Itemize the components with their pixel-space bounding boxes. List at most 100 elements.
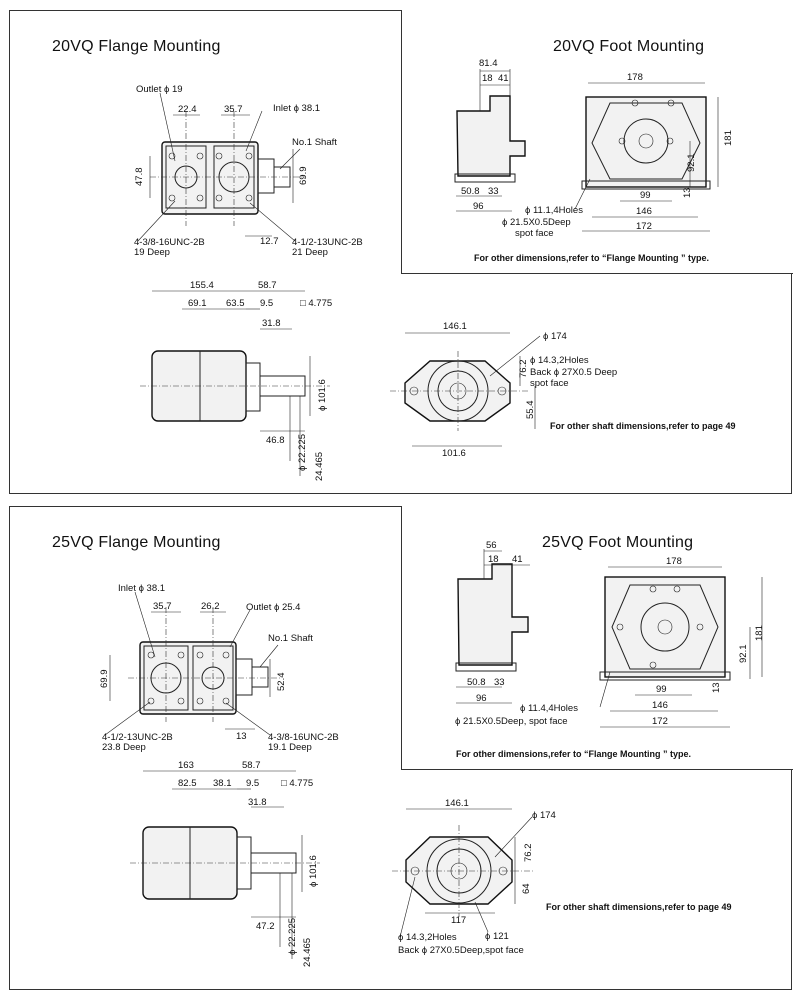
dim-146-25: 146: [652, 700, 668, 711]
dim-163-25: 163: [178, 760, 194, 771]
dim-64-25: 64: [521, 883, 532, 894]
dim-101-6-25: ϕ 101.6: [308, 855, 319, 887]
dim-47-2-25: 47.2: [256, 921, 275, 932]
dim-146-1-25: 146.1: [445, 798, 469, 809]
dim-52-4-25: 52.4: [276, 673, 287, 692]
panel-20vq: 20VQ Flange Mounting 20VQ Foot Mounting: [9, 10, 793, 494]
note-shaft-20vq: For other shaft dimensions,refer to page…: [550, 421, 736, 431]
dim-18: 18: [482, 73, 493, 84]
dim-69-9: 69.9: [298, 167, 309, 186]
title-20vq-flange: 20VQ Flange Mounting: [52, 38, 221, 55]
label-shaft-25: No.1 Shaft: [268, 633, 313, 644]
dim-178: 178: [627, 72, 643, 83]
dim-33-25: 33: [494, 677, 505, 688]
dim-121-25: ϕ 121: [485, 931, 509, 942]
dim-63-5: 63.5: [226, 298, 245, 309]
dim-174-25: ϕ 174: [532, 810, 556, 821]
dim-92-1: 92.1: [686, 154, 697, 173]
dim-181: 181: [723, 130, 734, 146]
label-thread2-depth: 21 Deep: [292, 247, 328, 258]
dim-58-7: 58.7: [258, 280, 277, 291]
dim-12-7: 12.7: [260, 236, 279, 247]
dim-31-8-25: 31.8: [248, 797, 267, 808]
dim-9-5-25: 9.5: [246, 778, 259, 789]
label-thread1-depth-25: 23.8 Deep: [102, 742, 146, 753]
label-spotface-25: ϕ 21.5X0.5Deep, spot face: [455, 716, 568, 727]
dim-13-foot-25: 13: [711, 682, 722, 693]
label-key-25: □ 4.775: [281, 778, 313, 789]
dim-101-6: ϕ 101.6: [317, 379, 328, 411]
shaft-view-20vq: 155.4 58.7 69.1 63.5 9.5 □ 4.775 31.8 ϕ …: [140, 280, 332, 481]
label-thread1: 4-3/8-16UNC-2B: [134, 237, 205, 248]
dim-99: 99: [640, 190, 651, 201]
note-foot-25vq: For other dimensions,refer to “Flange Mo…: [456, 749, 691, 759]
title-25vq-flange: 25VQ Flange Mounting: [52, 534, 221, 551]
drawing-20vq: Outlet ϕ 19 Inlet ϕ 38.1 22.4 35.7 No.1 …: [134, 58, 736, 481]
dim-46-8: 46.8: [266, 435, 285, 446]
label-inlet: Inlet ϕ 38.1: [273, 103, 320, 114]
dim-41-25: 41: [512, 554, 523, 565]
label-holes-front: ϕ 14.3,2Holes: [530, 355, 589, 366]
title-20vq-foot: 20VQ Foot Mounting: [553, 38, 705, 55]
dim-22-225: ϕ 22.225: [297, 434, 308, 471]
dim-174: ϕ 174: [543, 331, 567, 342]
label-outlet-25: Outlet ϕ 25.4: [246, 602, 300, 613]
flange-view-20vq: Outlet ϕ 19 Inlet ϕ 38.1 22.4 35.7 No.1 …: [134, 84, 363, 258]
label-spot: spot face: [530, 378, 569, 389]
dim-58-7-25: 58.7: [242, 760, 261, 771]
dim-172: 172: [636, 221, 652, 232]
dim-178-25: 178: [666, 556, 682, 567]
note-shaft-25vq: For other shaft dimensions,refer to page…: [546, 902, 732, 912]
dim-117-25: 117: [451, 915, 466, 926]
dim-50-8: 50.8: [461, 186, 480, 197]
dim-22-225-25: ϕ 22.225: [287, 918, 298, 955]
label-holes-25: ϕ 11.4,4Holes: [520, 703, 578, 714]
dim-9-5: 9.5: [260, 298, 273, 309]
dim-172-25: 172: [652, 716, 668, 727]
dim-96: 96: [473, 201, 484, 212]
dim-76-2: 76.2: [518, 360, 529, 379]
dim-31-8: 31.8: [262, 318, 281, 329]
dim-155-4: 155.4: [190, 280, 214, 291]
dim-81-4: 81.4: [479, 58, 498, 69]
dim-35-7-25: 35.7: [153, 601, 172, 612]
dim-146-1: 146.1: [443, 321, 467, 332]
front-view-25vq: 146.1 ϕ 174 76.2 64 117 ϕ 121 ϕ 14.3,2Ho…: [392, 798, 732, 956]
dim-69-9-25: 69.9: [99, 670, 110, 689]
label-back-25: Back ϕ 27X0.5Deep,spot face: [398, 945, 524, 956]
drawing-25vq: Inlet ϕ 38.1 Outlet ϕ 25.4 35.7 26.2 No.…: [99, 540, 765, 967]
dim-55-4: 55.4: [525, 401, 536, 420]
dim-76-2-25: 76.2: [523, 844, 534, 863]
label-holes: ϕ 11.1,4Holes: [525, 205, 583, 216]
label-thread2: 4-1/2-13UNC-2B: [292, 237, 363, 248]
shaft-view-25vq: 163 58.7 82.5 38.1 9.5 □ 4.775 31.8 ϕ 10…: [130, 760, 320, 967]
note-foot-20vq: For other dimensions,refer to “Flange Mo…: [474, 253, 709, 263]
label-thread2-25: 4-3/8-16UNC-2B: [268, 732, 339, 743]
dim-92-1-25: 92.1: [738, 645, 749, 664]
foot-side-view-20vq: 81.4 18 41 50.8 33 96: [454, 58, 526, 212]
label-outlet: Outlet ϕ 19: [136, 84, 183, 95]
flange-view-25vq: Inlet ϕ 38.1 Outlet ϕ 25.4 35.7 26.2 No.…: [99, 583, 339, 753]
dim-82-5-25: 82.5: [178, 778, 197, 789]
dim-22-4: 22.4: [178, 104, 197, 115]
label-thread1-25: 4-1/2-13UNC-2B: [102, 732, 173, 743]
label-key: □ 4.775: [300, 298, 332, 309]
label-thread1-depth: 19 Deep: [134, 247, 170, 258]
label-spotface2: spot face: [515, 228, 554, 239]
dim-41: 41: [498, 73, 509, 84]
dim-146: 146: [636, 206, 652, 217]
label-thread2-depth-25: 19.1 Deep: [268, 742, 312, 753]
title-25vq-foot: 25VQ Foot Mounting: [542, 534, 694, 551]
foot-front-view-20vq: 178 181 92.1 99 13 146 172 ϕ 11.1,4Holes…: [474, 72, 734, 263]
dim-13: 13: [682, 187, 693, 198]
foot-side-view-25vq: 56 18 41 50.8 33 96: [455, 540, 530, 704]
label-spotface: ϕ 21.5X0.5Deep: [502, 217, 571, 228]
dim-24-465: 24.465: [314, 452, 325, 481]
foot-front-view-25vq: 178 181 92.1 99 13 146 172 ϕ 11.4,4Holes…: [455, 556, 765, 759]
dim-47-8: 47.8: [134, 168, 145, 187]
dim-96-25: 96: [476, 693, 487, 704]
dim-56-25: 56: [486, 540, 497, 551]
label-inlet-25: Inlet ϕ 38.1: [118, 583, 165, 594]
dim-26-2-25: 26.2: [201, 601, 220, 612]
label-shaft: No.1 Shaft: [292, 137, 337, 148]
